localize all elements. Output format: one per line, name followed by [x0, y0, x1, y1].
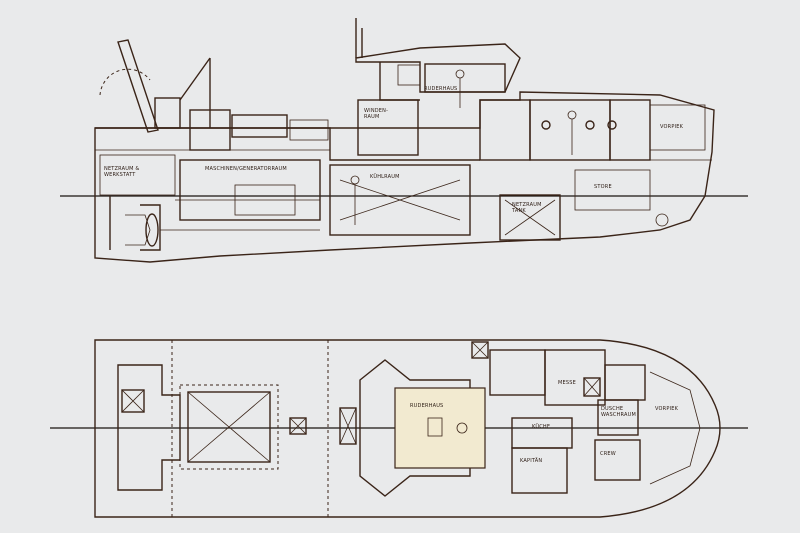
cargo-hatch — [187, 391, 271, 463]
aft-hatch-cross — [121, 389, 145, 413]
label-side-kuehlraum: KÜHLRAUM — [370, 173, 400, 180]
cargo-hatch-outline — [179, 384, 279, 470]
figure-cabin — [567, 110, 577, 155]
winch-room — [357, 99, 419, 156]
net-tank — [499, 194, 561, 241]
messe-hatch — [583, 377, 601, 397]
small-hatch-cross — [289, 417, 307, 435]
room-upper-fwd — [604, 364, 646, 401]
room-upper-aft — [489, 349, 546, 396]
deck-hatch-fwd-cross — [471, 341, 489, 359]
crane-swing-arc — [99, 68, 151, 96]
label-plan-ruderhaus: RUDERHAUS — [410, 403, 443, 409]
net-tank-cross — [504, 199, 556, 236]
label-plan-kapitaen: KAPITÄN — [520, 457, 542, 464]
helm-console — [427, 417, 443, 437]
propeller — [145, 213, 159, 247]
store-room — [574, 169, 651, 211]
room-kueche — [511, 417, 573, 449]
porthole-1 — [541, 120, 551, 130]
forepeak-compartment — [649, 104, 706, 151]
gantry-stay — [179, 57, 211, 101]
mid-hatch — [339, 407, 357, 445]
rudder — [125, 214, 151, 246]
deck-equipment — [231, 114, 288, 138]
cold-room — [329, 164, 471, 236]
net-room — [99, 154, 176, 196]
engine-room — [179, 159, 321, 221]
small-hatch — [289, 417, 307, 435]
label-side-vorpiek: VORPIEK — [660, 124, 684, 130]
label-plan-vorpiek: VORPIEK — [655, 406, 679, 412]
side-elevation: RUDERHAUS WINDEN-RAUM VORPIEK NETZRAUM &… — [60, 18, 748, 263]
label-side-windenraum: WINDEN-RAUM — [364, 108, 388, 120]
room-crew — [594, 439, 641, 481]
helm-wheel — [456, 422, 468, 434]
bow-thruster — [655, 213, 669, 227]
plan-hull-outline — [94, 339, 721, 518]
label-plan-kueche: KÜCHE — [532, 423, 550, 430]
mid-hatch-cross — [339, 407, 357, 445]
main-deck-line — [95, 127, 480, 161]
hull-outline — [94, 91, 715, 263]
porthole-3 — [607, 120, 617, 130]
wheelhouse-floor — [394, 387, 486, 469]
stern-frame — [109, 196, 161, 251]
wheelhouse-plan — [359, 359, 471, 497]
wheelhouse-windows — [424, 63, 506, 93]
winch-box — [154, 97, 181, 129]
cabin-fwd — [609, 99, 651, 161]
room-kapitaen — [511, 447, 568, 494]
cabin-mid — [529, 99, 611, 161]
cold-room-brace — [339, 179, 461, 221]
wheelhouse-aft-wall — [379, 62, 420, 101]
label-plan-messe: MESSE — [558, 380, 576, 386]
crane-boom — [117, 39, 159, 133]
label-side-maschinenraum: MASCHINEN/GENERATORRAUM — [205, 166, 287, 172]
figure-wheelhouse — [455, 69, 465, 108]
deck-box — [289, 119, 329, 141]
label-side-ruderhaus: RUDERHAUS — [424, 86, 457, 92]
label-plan-crew: CREW — [600, 451, 616, 457]
figure-hold — [350, 175, 360, 225]
aft-hatch — [121, 389, 145, 413]
cabin-aft — [479, 99, 531, 161]
cargo-hatch-cross — [187, 391, 271, 463]
deck-hatch-fwd — [471, 341, 489, 359]
deck-house-aft — [189, 109, 231, 151]
messe-hatch-cross — [583, 377, 601, 397]
wheelhouse-door — [397, 64, 421, 86]
label-side-store: STORE — [594, 184, 612, 190]
label-side-netzraum: NETZRAUM &WERKSTATT — [104, 166, 140, 178]
porthole-2 — [585, 120, 595, 130]
room-dusche — [597, 399, 639, 436]
forepeak-bulkhead — [649, 371, 701, 485]
